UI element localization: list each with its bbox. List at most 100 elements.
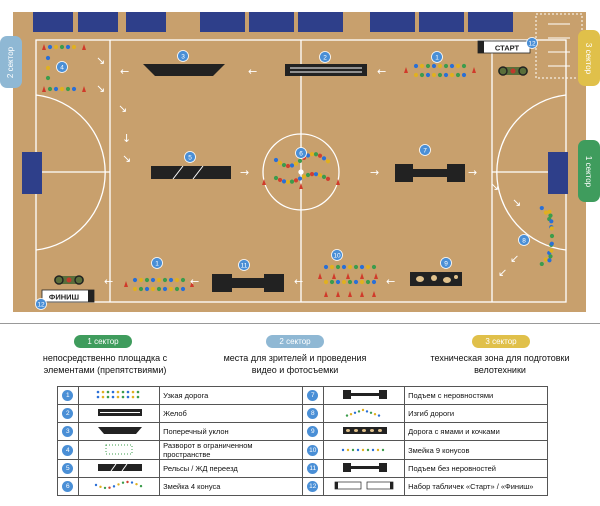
legend-number: 3 bbox=[62, 426, 74, 437]
spectator-seats-left bbox=[22, 152, 42, 194]
cone bbox=[404, 67, 408, 73]
cone bbox=[168, 277, 174, 283]
legend-icon-7 bbox=[342, 390, 387, 399]
cone bbox=[289, 163, 295, 168]
cone bbox=[443, 72, 449, 78]
cone bbox=[297, 158, 303, 163]
cone bbox=[323, 264, 329, 270]
cone bbox=[138, 286, 144, 292]
legend-number: 1 bbox=[62, 390, 74, 401]
cone bbox=[53, 44, 59, 50]
marker-11: 11 bbox=[238, 259, 250, 271]
route-arrows: ←←← ↘↘↘ ↓↘ →→→ ↘↘ ↙↙ ←←← ← bbox=[96, 54, 521, 288]
cone bbox=[419, 72, 425, 78]
cone bbox=[371, 279, 377, 285]
svg-text:8: 8 bbox=[522, 237, 526, 244]
legend-label: Желоб bbox=[159, 404, 303, 423]
obstacle-markings bbox=[172, 67, 362, 180]
svg-text:←: ← bbox=[190, 275, 199, 288]
legend-number: 5 bbox=[62, 463, 74, 474]
cone bbox=[132, 277, 138, 283]
legend-label: Узкая дорога bbox=[159, 386, 303, 405]
legend-label: Подъем с неровностями bbox=[404, 386, 548, 405]
course-map: ←←← ↘↘↘ ↓↘ →→→ ↘↘ ↙↙ ←←← ← СТАРТ ФИНИШ 1… bbox=[13, 12, 586, 312]
legend-sector-2-pill: 2 сектор bbox=[266, 335, 324, 348]
legend-number: 10 bbox=[307, 444, 319, 456]
cone bbox=[309, 152, 315, 157]
cone bbox=[59, 86, 65, 92]
obstacle-smooth-climb bbox=[212, 274, 284, 292]
cone bbox=[347, 264, 353, 270]
cone bbox=[45, 55, 51, 61]
cone bbox=[297, 176, 303, 181]
sector-tag-2: 2 сектор bbox=[0, 36, 22, 88]
marker-6: 6 bbox=[295, 147, 307, 159]
legend-number: 2 bbox=[62, 408, 74, 419]
cone bbox=[365, 264, 371, 270]
cone bbox=[180, 277, 186, 283]
cone bbox=[353, 279, 359, 285]
cone bbox=[371, 264, 377, 270]
spectator-seats-right bbox=[548, 152, 568, 194]
cone bbox=[156, 286, 162, 292]
cone bbox=[346, 273, 350, 279]
cone bbox=[461, 63, 467, 69]
cone bbox=[289, 179, 295, 184]
cone bbox=[281, 179, 287, 184]
svg-text:12: 12 bbox=[37, 301, 45, 308]
cone bbox=[443, 63, 449, 69]
marker-12: 12 bbox=[526, 37, 538, 49]
cone bbox=[336, 179, 340, 185]
cone bbox=[347, 279, 353, 285]
cone bbox=[549, 241, 554, 246]
cone bbox=[325, 176, 331, 181]
marker-5: 5 bbox=[184, 151, 196, 163]
cone bbox=[71, 44, 77, 50]
cone bbox=[437, 63, 443, 69]
cone bbox=[309, 171, 315, 177]
marker-9: 9 bbox=[440, 257, 452, 269]
legend-icon-2 bbox=[97, 409, 142, 416]
obstacle-trough bbox=[285, 64, 367, 76]
cone bbox=[332, 273, 336, 279]
svg-text:→: → bbox=[240, 166, 249, 179]
cone bbox=[539, 205, 544, 211]
start-sign: СТАРТ bbox=[477, 40, 531, 54]
cone bbox=[365, 279, 371, 285]
cone bbox=[548, 254, 553, 259]
cone bbox=[174, 286, 180, 292]
svg-text:7: 7 bbox=[423, 147, 427, 154]
potholes bbox=[416, 275, 458, 283]
cone bbox=[549, 226, 554, 231]
legend-label: Рельсы / ЖД переезд bbox=[159, 459, 303, 478]
cone bbox=[132, 286, 138, 292]
legend-icon-8 bbox=[345, 408, 381, 417]
svg-text:ФИНИШ: ФИНИШ bbox=[49, 293, 80, 302]
cone bbox=[419, 63, 425, 69]
cone bbox=[281, 162, 287, 168]
cone bbox=[461, 72, 467, 78]
legend-sector-3-text: техническая зона для подготовки велотехн… bbox=[430, 353, 570, 375]
cone bbox=[156, 277, 162, 283]
cone bbox=[321, 156, 327, 161]
cone bbox=[305, 153, 311, 158]
cone bbox=[82, 86, 86, 92]
sector-tag-3: 3 сектор bbox=[578, 30, 600, 86]
cone bbox=[45, 75, 51, 81]
cone bbox=[372, 291, 376, 297]
separator bbox=[0, 323, 600, 324]
legend-label: Дорога с ямами и кочками bbox=[404, 422, 548, 441]
cone bbox=[150, 286, 156, 292]
legend-icon-5 bbox=[97, 463, 142, 472]
legend-sector-2-text: места для зрителей и проведения видео и … bbox=[223, 353, 367, 375]
marker-8: 8 bbox=[518, 234, 530, 246]
cone bbox=[285, 163, 291, 169]
cone bbox=[360, 291, 364, 297]
cone bbox=[301, 174, 307, 179]
svg-text:↘: ↘ bbox=[118, 102, 127, 115]
marker-2: 2 bbox=[319, 51, 331, 63]
cone bbox=[65, 86, 71, 92]
legend-number: 11 bbox=[307, 463, 319, 474]
